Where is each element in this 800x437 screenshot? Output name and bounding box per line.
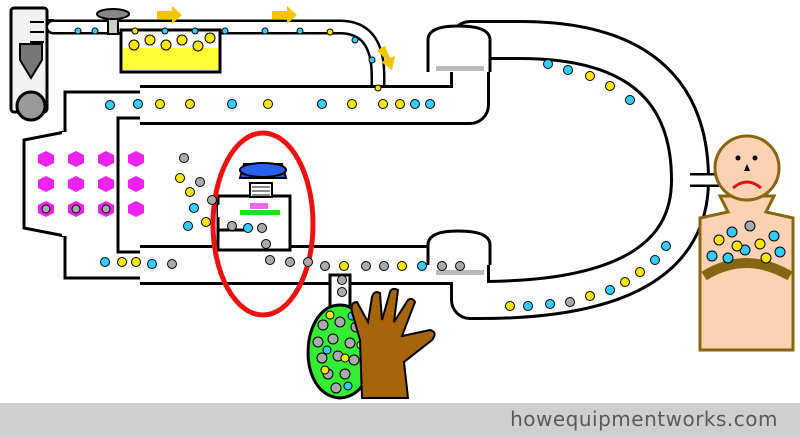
- oxygen-molecule: [147, 259, 157, 269]
- oxygen-molecule: [317, 99, 327, 109]
- vaporizer-control-knob-icon: [96, 8, 130, 35]
- oxygen-molecule: [91, 27, 99, 35]
- anesthetic-molecule: [160, 39, 172, 51]
- anesthetic-molecule: [144, 34, 156, 46]
- anesthetic-molecule: [131, 257, 141, 267]
- anesthetic-molecule: [201, 217, 211, 227]
- oxygen-molecule: [417, 261, 427, 271]
- anesthetic-vaporizer-icon: [119, 28, 222, 74]
- co2-molecule: [207, 195, 217, 205]
- oxygen-molecule: [410, 99, 420, 109]
- anesthetic-molecule: [505, 301, 515, 311]
- oxygen-molecule: [221, 27, 229, 35]
- highlight-ring-icon: [210, 130, 316, 318]
- oxygen-molecule: [243, 223, 253, 233]
- site-credit: howequipmentworks.com: [510, 407, 778, 431]
- anesthetic-molecule: [175, 173, 185, 183]
- anesthetic-molecule: [339, 261, 349, 271]
- anesthetic-molecule: [185, 99, 195, 109]
- fresh-gas-line: [45, 19, 386, 108]
- co2-molecule: [337, 275, 347, 285]
- oxygen-molecule: [661, 241, 671, 251]
- anesthetic-molecule: [204, 32, 216, 44]
- anesthetic-molecule: [635, 267, 645, 277]
- co2-molecule: [361, 261, 371, 271]
- oxygen-molecule: [100, 257, 110, 267]
- anesthetic-molecule: [155, 99, 165, 109]
- oxygen-molecule: [605, 285, 615, 295]
- oxygen-molecule: [650, 255, 660, 265]
- flow-direction-arrow-icon: [157, 6, 395, 70]
- oxygen-molecule: [625, 95, 635, 105]
- inspiratory-valve-icon: [426, 24, 492, 72]
- gas-molecules: [74, 27, 671, 311]
- oxygen-molecule: [425, 99, 435, 109]
- oxygen-molecule: [161, 27, 169, 35]
- co2-molecule: [337, 287, 347, 297]
- oxygen-molecule: [105, 100, 115, 110]
- anesthetic-molecule: [347, 99, 357, 109]
- oxygen-molecule: [351, 36, 359, 44]
- anesthetic-molecule: [263, 99, 273, 109]
- anesthetic-molecule: [605, 81, 615, 91]
- co2-molecule: [565, 297, 575, 307]
- anesthetic-molecule: [185, 187, 195, 197]
- oxygen-molecule: [191, 27, 199, 35]
- oxygen-molecule: [296, 27, 304, 35]
- anesthetic-molecule: [192, 40, 204, 52]
- anesthetic-molecule: [128, 39, 140, 51]
- co2-molecule: [455, 261, 465, 271]
- co2-molecule: [379, 261, 389, 271]
- oxygen-molecule: [563, 65, 573, 75]
- anesthetic-molecule: [176, 34, 188, 46]
- co2-molecule: [437, 261, 447, 271]
- co2-molecule: [227, 221, 237, 231]
- co2-molecule: [257, 223, 267, 233]
- anesthetic-molecule: [395, 99, 405, 109]
- oxygen-molecule: [74, 27, 82, 35]
- co2-molecule: [303, 257, 313, 267]
- oxygen-molecule: [189, 203, 199, 213]
- anesthetic-molecule: [620, 277, 630, 287]
- oxygen-molecule: [543, 59, 553, 69]
- anesthetic-molecule: [378, 99, 388, 109]
- co2-molecule: [195, 177, 205, 187]
- anesthetic-molecule: [397, 261, 407, 271]
- oxygen-molecule: [133, 99, 143, 109]
- anesthetic-molecule: [374, 84, 382, 92]
- co2-molecule: [261, 239, 271, 249]
- anesthesia-breathing-circuit-diagram: [9, 6, 795, 400]
- patient-icon: [698, 134, 795, 352]
- anesthetic-molecule: [326, 28, 334, 36]
- oxygen-molecule: [545, 299, 555, 309]
- oxygen-molecule: [523, 301, 533, 311]
- co2-molecule: [179, 153, 189, 163]
- anesthetic-molecule: [585, 291, 595, 301]
- oxygen-molecule: [183, 221, 193, 231]
- expiratory-valve-icon: [426, 229, 492, 275]
- anesthetic-molecule: [117, 257, 127, 267]
- oxygen-molecule: [261, 27, 269, 35]
- co2-molecule: [320, 261, 330, 271]
- oxygen-molecule: [368, 56, 376, 64]
- oxygen-molecule: [227, 99, 237, 109]
- absorbent-granules: [38, 151, 144, 217]
- co2-molecule: [265, 255, 275, 265]
- co2-molecule: [285, 257, 295, 267]
- co2-molecule: [167, 259, 177, 269]
- anesthetic-molecule: [131, 27, 139, 35]
- anesthetic-molecule: [585, 71, 595, 81]
- apl-pressure-relief-valve-icon: [216, 162, 292, 252]
- hand-icon: [350, 287, 436, 399]
- footer-bar: howequipmentworks.com: [0, 403, 800, 437]
- patient-lungs-icon: [706, 220, 786, 264]
